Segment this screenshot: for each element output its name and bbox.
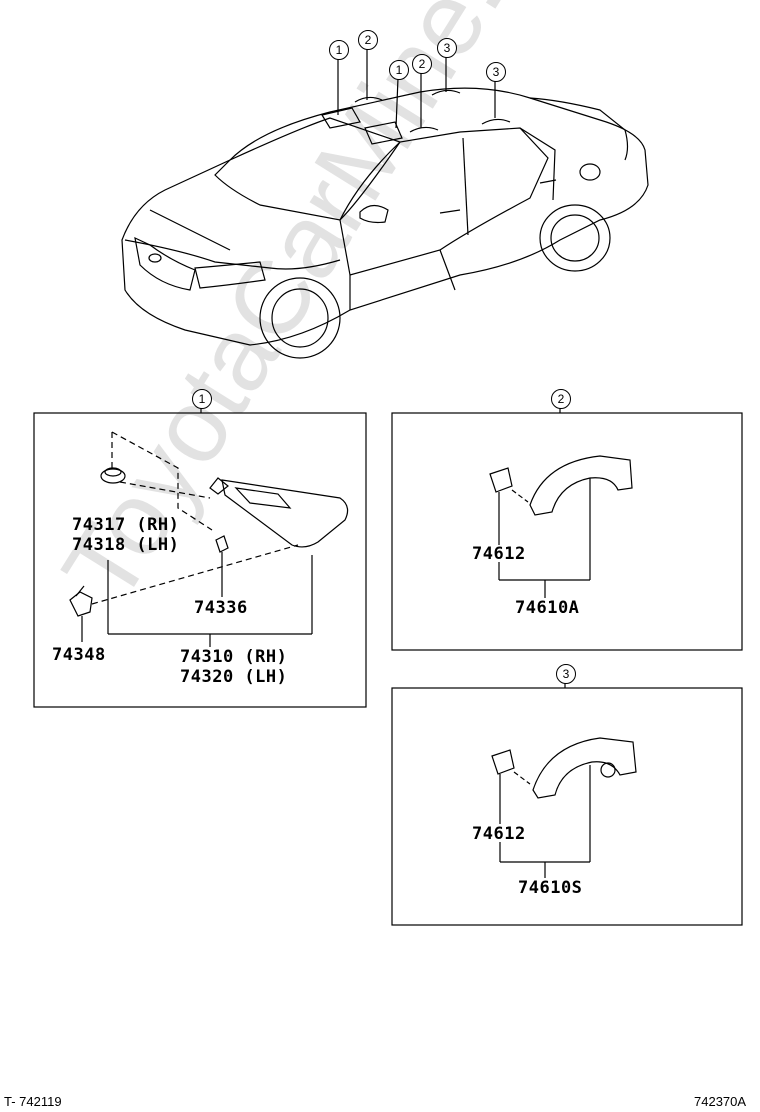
part-number-74320: 74320 (LH)	[180, 667, 288, 687]
panel-3-callout: 3	[556, 664, 576, 684]
grip-drawing-2	[489, 455, 633, 598]
panel-2-callout: 2	[551, 389, 571, 409]
part-number-74310: 74310 (RH)	[180, 647, 288, 667]
part-number-74612: 74612	[472, 544, 526, 564]
overview-callout: 2	[412, 54, 432, 74]
footer-left-ref: T- 742119	[4, 1094, 62, 1109]
overview-callout: 1	[389, 60, 409, 80]
footer-right-ref: 742370A	[694, 1094, 747, 1109]
part-number-74317: 74317 (RH)	[72, 515, 180, 535]
sun-visor-drawing	[69, 431, 349, 647]
part-number-74610S: 74610S	[518, 878, 583, 898]
part-number-74318: 74318 (LH)	[72, 535, 180, 555]
overview-callout: 1	[329, 40, 349, 60]
part-number-74612: 74612	[472, 824, 526, 844]
panel-1-callout: 1	[192, 389, 212, 409]
part-number-74336: 74336	[194, 598, 248, 618]
overview-callout: 2	[358, 30, 378, 50]
overview-callout: 3	[437, 38, 457, 58]
part-number-74348: 74348	[52, 645, 106, 665]
part-number-74610A: 74610A	[515, 598, 580, 618]
car-overview	[121, 48, 649, 359]
grip-drawing-3	[491, 737, 637, 878]
overview-callout: 3	[486, 62, 506, 82]
